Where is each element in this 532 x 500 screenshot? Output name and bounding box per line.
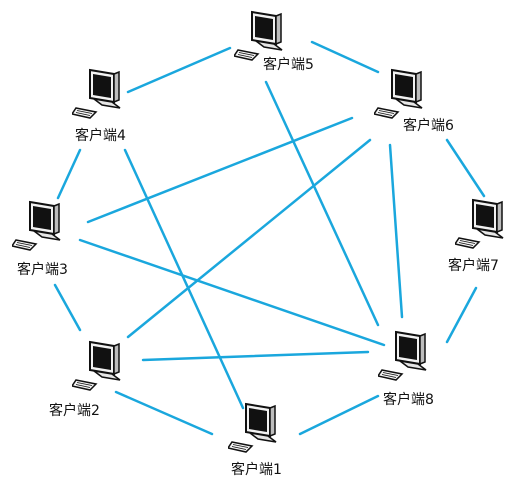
computer-icon (374, 69, 423, 119)
edge-4-3 (56, 148, 82, 200)
node-label: 客户端5 (262, 57, 315, 73)
computer-icon (72, 341, 121, 391)
node-label: 客户端1 (230, 462, 283, 478)
node-label: 客户端7 (447, 258, 500, 274)
computer-icon (228, 403, 277, 453)
edge-4-1 (123, 148, 245, 410)
edge-6-8 (388, 143, 404, 319)
computer-icon (378, 331, 427, 381)
computer-icon (72, 69, 121, 119)
edge-7-8 (445, 286, 478, 344)
edge-6-2 (126, 138, 372, 339)
node-label: 客户端6 (402, 118, 455, 134)
node-label: 客户端4 (74, 128, 127, 144)
node-client-6: 客户端6 (374, 68, 455, 134)
node-client-1: 客户端1 (228, 402, 283, 478)
edge-3-8 (78, 238, 386, 347)
edge-1-8 (298, 394, 380, 436)
node-client-2: 客户端2 (48, 340, 121, 419)
node-label: 客户端8 (382, 392, 435, 408)
edge-6-3 (86, 116, 354, 224)
edge-5-6 (310, 40, 380, 74)
node-label: 客户端2 (48, 403, 101, 419)
edge-6-7 (445, 138, 486, 198)
node-client-3: 客户端3 (12, 200, 69, 278)
node-client-8: 客户端8 (378, 330, 435, 408)
node-client-5: 客户端5 (234, 10, 315, 73)
node-client-7: 客户端7 (447, 198, 504, 274)
edge-2-8 (141, 350, 370, 362)
node-client-4: 客户端4 (72, 68, 127, 144)
computer-icon (455, 199, 504, 249)
node-label: 客户端3 (16, 262, 69, 278)
edge-2-1 (114, 390, 214, 436)
computer-icon (12, 201, 61, 251)
edge-3-2 (53, 283, 82, 332)
edge-5-4 (126, 46, 232, 94)
edge-5-8 (264, 80, 380, 327)
